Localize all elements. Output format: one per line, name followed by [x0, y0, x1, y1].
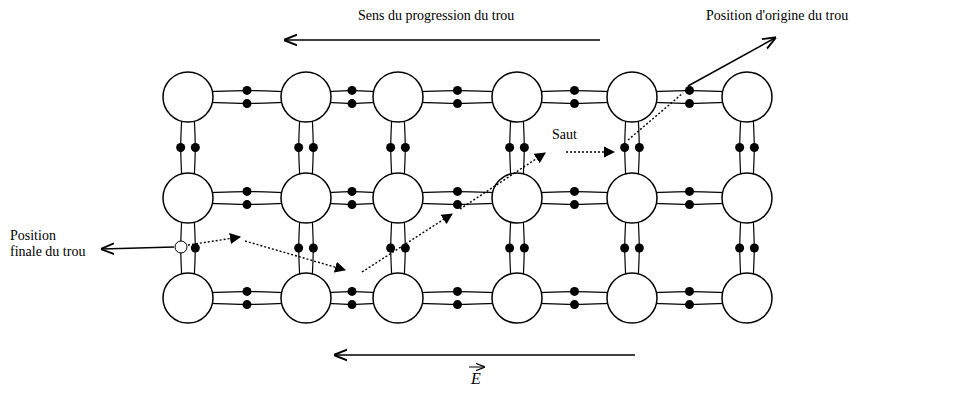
silicon-atom: [373, 72, 423, 122]
electron-dot: [348, 86, 357, 95]
silicon-atom: [722, 273, 772, 323]
electron-dot: [191, 143, 200, 152]
electron-dot: [505, 143, 514, 152]
electron-dot: [520, 143, 529, 152]
hole-jump: [362, 214, 452, 272]
hole-jump: [245, 241, 345, 270]
origin-label: Position d'origine du trou: [706, 8, 848, 24]
vector-arrow: [469, 367, 484, 368]
electron-dot: [401, 244, 410, 253]
electron-dot: [401, 143, 410, 152]
electron-dot: [386, 244, 395, 253]
bond-electrons: [176, 86, 759, 309]
electron-dot: [685, 287, 694, 296]
electron-dot: [620, 244, 629, 253]
hole-jump: [628, 93, 683, 140]
hole-jump: [460, 153, 545, 209]
hole-jump: [566, 151, 614, 152]
jump-label: Saut: [552, 127, 577, 143]
electron-dot: [348, 187, 357, 196]
electron-dot: [570, 287, 579, 296]
electron-dot: [294, 143, 303, 152]
electron-dot: [243, 200, 252, 209]
electron-dot: [453, 300, 462, 309]
silicon-atom: [492, 273, 542, 323]
electron-dot: [243, 287, 252, 296]
electron-dot: [570, 187, 579, 196]
electron-dot: [750, 244, 759, 253]
final-position-label: Position finale du trou: [10, 228, 86, 260]
silicon-atom: [607, 173, 657, 223]
electron-dot: [570, 200, 579, 209]
electron-dot: [453, 99, 462, 108]
electron-dot: [243, 99, 252, 108]
electron-dot: [348, 300, 357, 309]
electron-dot: [453, 86, 462, 95]
silicon-atom: [281, 273, 331, 323]
electron-dot: [685, 200, 694, 209]
electron-dot: [505, 244, 514, 253]
silicon-atom: [607, 72, 657, 122]
electron-dot: [294, 244, 303, 253]
direction-label: Sens du progression du trou: [358, 8, 514, 24]
electron-dot: [453, 187, 462, 196]
electron-dot: [635, 244, 644, 253]
electron-dot: [570, 99, 579, 108]
electron-dot: [685, 300, 694, 309]
electron-dot: [309, 143, 318, 152]
silicon-atom: [163, 173, 213, 223]
electron-dot: [243, 86, 252, 95]
hole-jump: [188, 237, 240, 245]
field-label: E: [471, 370, 481, 388]
electron-dot: [685, 99, 694, 108]
electron-dot: [348, 287, 357, 296]
field-arrow: [335, 354, 635, 356]
silicon-atom: [373, 273, 423, 323]
silicon-atom: [281, 173, 331, 223]
silicon-atom: [281, 72, 331, 122]
silicon-atom: [373, 173, 423, 223]
electron-dot: [176, 143, 185, 152]
silicon-atom: [492, 72, 542, 122]
silicon-atom: [163, 273, 213, 323]
electron-dot: [453, 287, 462, 296]
electron-dot: [570, 86, 579, 95]
electron-dot: [348, 200, 357, 209]
hole: [175, 241, 187, 253]
leader-arrow: [688, 38, 775, 86]
electron-dot: [243, 187, 252, 196]
silicon-atom: [722, 72, 772, 122]
electron-dot: [570, 300, 579, 309]
electron-dot: [348, 99, 357, 108]
electron-dot: [635, 143, 644, 152]
silicon-atom: [607, 273, 657, 323]
silicon-atom: [492, 173, 542, 223]
electron-dot: [309, 244, 318, 253]
electron-dot: [735, 143, 744, 152]
silicon-atom: [722, 173, 772, 223]
atoms: [163, 72, 772, 323]
leader-arrow: [102, 247, 174, 249]
electron-dot: [735, 244, 744, 253]
electron-dot: [685, 187, 694, 196]
electron-dot: [620, 143, 629, 152]
covalent-bonds: [181, 91, 754, 305]
electron-dot: [386, 143, 395, 152]
electron-dot: [243, 300, 252, 309]
direction-arrow: [285, 39, 600, 41]
silicon-atom: [163, 72, 213, 122]
electron-dot: [520, 244, 529, 253]
electron-dot: [685, 86, 694, 95]
electron-dot: [750, 143, 759, 152]
